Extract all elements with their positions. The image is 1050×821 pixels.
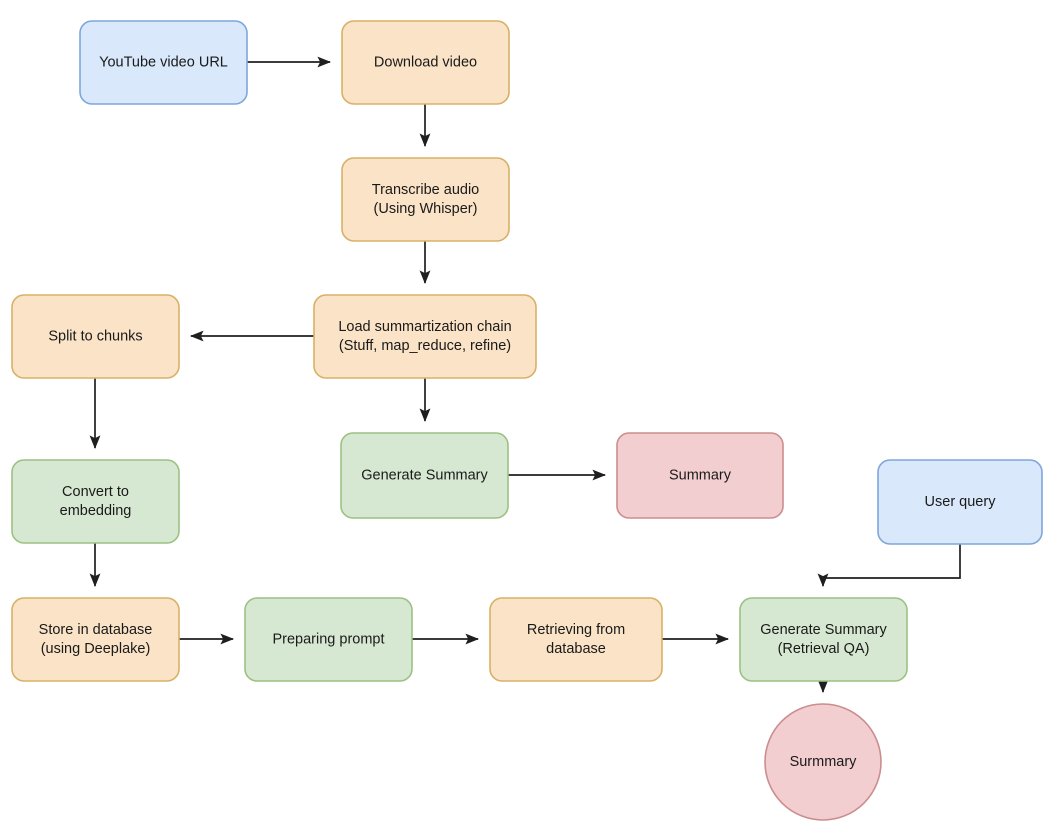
node-label-user-query: User query bbox=[925, 494, 997, 510]
edge-user-query-to-qa bbox=[817, 544, 961, 588]
node-label-youtube-video-url: YouTube video URL bbox=[99, 54, 228, 70]
node-shape-user-query bbox=[877, 459, 1043, 545]
node-label-split-to-chunks: Split to chunks bbox=[48, 328, 142, 344]
node-split-to-chunks[interactable]: Split to chunks bbox=[11, 294, 180, 379]
node-summary-result[interactable]: Summary bbox=[616, 432, 784, 519]
node-shape-download-video bbox=[341, 20, 510, 105]
node-shape-surmmary-circle bbox=[764, 703, 882, 821]
node-youtube-video-url[interactable]: YouTube video URL bbox=[79, 20, 248, 105]
node-label-generate-summary-retrieval-qa: Generate Summary(Retrieval QA) bbox=[760, 622, 887, 657]
node-shape-store-in-database bbox=[11, 597, 180, 682]
node-label-surmmary-circle: Surmmary bbox=[790, 754, 858, 770]
node-label-store-in-database: Store in database(using Deeplake) bbox=[39, 622, 153, 657]
nodes-layer: YouTube video URL Download videoTranscrib… bbox=[11, 20, 1043, 821]
node-label-transcribe-audio: Transcribe audio(Using Whisper) bbox=[372, 182, 479, 217]
node-shape-convert-to-embedding bbox=[11, 459, 180, 544]
node-shape-generate-summary bbox=[340, 432, 509, 519]
node-preparing-prompt[interactable]: Preparing prompt bbox=[244, 597, 413, 682]
node-shape-split-to-chunks bbox=[11, 294, 180, 379]
node-label-preparing-prompt: Preparing prompt bbox=[272, 631, 384, 647]
node-surmmary-circle[interactable]: Surmmary bbox=[764, 703, 882, 821]
node-store-in-database[interactable]: Store in database(using Deeplake) bbox=[11, 597, 180, 682]
node-user-query[interactable]: User query bbox=[877, 459, 1043, 545]
node-download-video[interactable]: Download video bbox=[341, 20, 510, 105]
node-generate-summary-retrieval-qa[interactable]: Generate Summary(Retrieval QA) bbox=[739, 597, 908, 682]
node-label-generate-summary: Generate Summary bbox=[361, 467, 488, 483]
node-load-summarization-chain[interactable]: Load summartization chain(Stuff, map_red… bbox=[313, 294, 537, 379]
node-shape-transcribe-audio bbox=[341, 157, 510, 242]
node-shape-summary-result bbox=[616, 432, 784, 519]
node-shape-load-summarization-chain bbox=[313, 294, 537, 379]
node-shape-generate-summary-retrieval-qa bbox=[739, 597, 908, 682]
node-transcribe-audio[interactable]: Transcribe audio(Using Whisper) bbox=[341, 157, 510, 242]
node-shape-retrieving-from-database bbox=[489, 597, 663, 682]
node-shape-preparing-prompt bbox=[244, 597, 413, 682]
node-shape-youtube-video-url bbox=[79, 20, 248, 105]
node-label-summary-result: Summary bbox=[669, 467, 732, 483]
node-label-download-video: Download video bbox=[374, 54, 477, 70]
node-label-load-summarization-chain: Load summartization chain(Stuff, map_red… bbox=[338, 319, 511, 354]
node-generate-summary[interactable]: Generate Summary bbox=[340, 432, 509, 519]
edges-layer bbox=[89, 56, 961, 694]
